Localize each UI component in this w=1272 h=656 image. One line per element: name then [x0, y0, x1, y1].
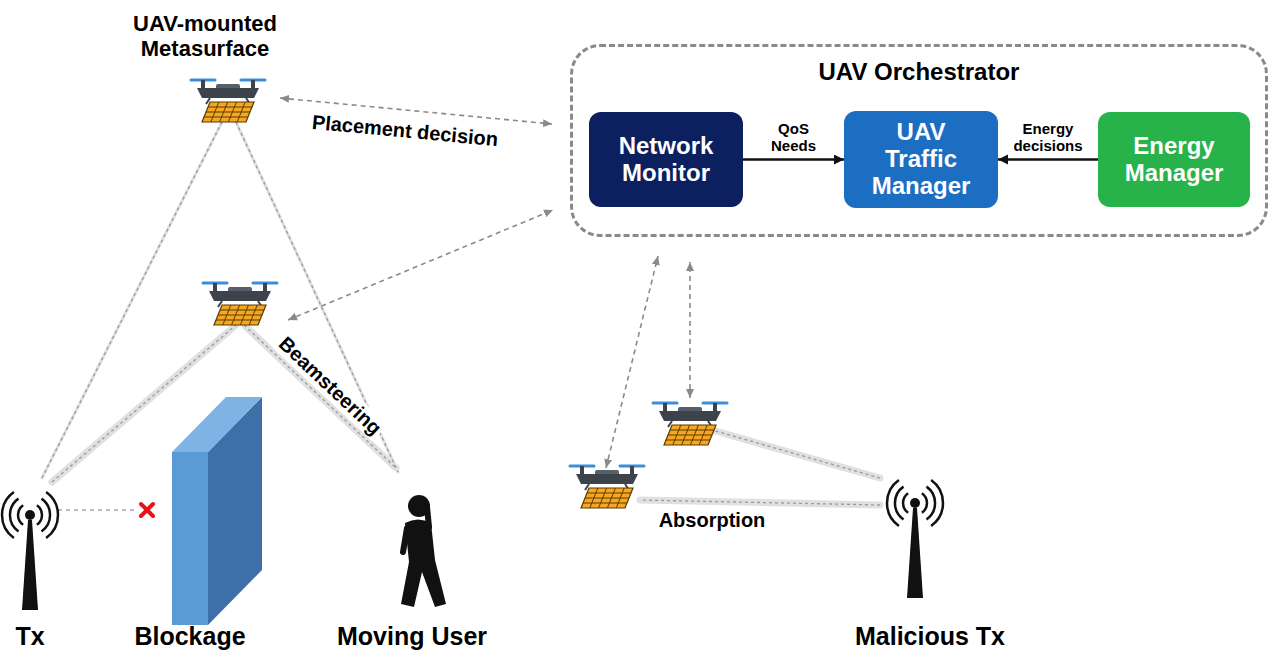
control-links — [288, 210, 553, 320]
moving-user — [401, 495, 446, 607]
orchestrator-group: Network Monitor UAV Traffic Manager Energy… — [570, 44, 1268, 237]
malicious-tx-label: Malicious Tx — [855, 622, 1005, 651]
process-box: Energy Manager — [1098, 112, 1250, 207]
beam-lines — [42, 122, 222, 478]
node-text: Network Monitor — [589, 133, 743, 187]
blockage-label: Blockage — [134, 622, 245, 651]
control-links — [689, 262, 691, 398]
link-label: Placement decision — [308, 110, 502, 151]
flow-arrow — [998, 158, 1098, 161]
node-text: UAV Traffic Manager — [844, 119, 998, 200]
moving-user — [403, 528, 407, 552]
beam-label: Absorption — [656, 509, 769, 532]
uav-metasurface — [191, 80, 265, 122]
process-box: Network Monitor — [589, 112, 743, 207]
beam-lines — [712, 430, 880, 478]
beam-lines — [244, 325, 396, 468]
beam-shadows — [42, 122, 222, 478]
moving-user — [401, 520, 446, 608]
beam-shadows — [244, 325, 396, 468]
user-label: Moving User — [337, 622, 487, 651]
control-links — [606, 256, 658, 468]
beam-label: Beamsteering — [272, 330, 388, 442]
beam-shadows — [42, 122, 880, 505]
tx-label: Tx — [15, 622, 44, 651]
flow-arrow — [743, 158, 844, 161]
node-text: Energy Manager — [1098, 133, 1250, 187]
uav-caption: UAV-mounted Metasurface — [105, 11, 305, 62]
beam-lines — [640, 500, 880, 505]
uav-metasurface — [203, 283, 277, 325]
beam-shadows — [712, 430, 880, 478]
blocked-path — [58, 509, 138, 511]
blocked-cross — [141, 504, 153, 516]
uav-metasurface — [653, 403, 727, 445]
blocked-cross — [141, 504, 153, 516]
edge-label: QoS Needs — [771, 121, 816, 155]
blockage-wall — [172, 397, 262, 625]
tx-antenna — [2, 492, 58, 610]
blocked-cross — [141, 504, 153, 516]
edge-label: Energy decisions — [1013, 121, 1082, 155]
blockage-wall — [172, 397, 262, 452]
moving-user — [427, 507, 429, 527]
beam-lines — [42, 122, 880, 505]
malicious-antenna — [887, 480, 943, 598]
process-box: UAV Traffic Manager — [844, 111, 998, 208]
blockage-wall — [172, 452, 208, 625]
node-text: UAV Orchestrator — [573, 59, 1265, 86]
beam-shadows — [640, 500, 880, 505]
uav-metasurface — [570, 466, 644, 508]
